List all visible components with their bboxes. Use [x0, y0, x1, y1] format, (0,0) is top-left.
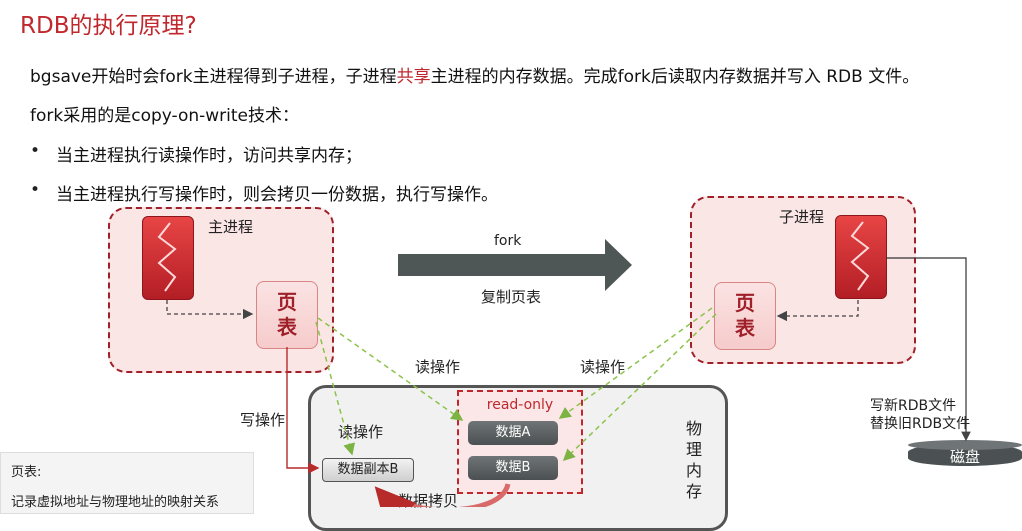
- read-only-label: read-only: [486, 397, 554, 413]
- main-page-table-line1: 页: [277, 290, 297, 314]
- fork-label: fork: [494, 233, 522, 249]
- write-op-label: 写操作: [240, 411, 286, 429]
- main-thread-to-pagetable: [166, 300, 254, 320]
- diagram-connectors: [166, 239, 971, 507]
- replace-old-rdb-label: 替换旧RDB文件: [870, 416, 971, 432]
- child-page-table-line2: 表: [735, 316, 755, 340]
- read-op-label-inner: 读操作: [338, 423, 384, 441]
- bullet-text-2: 当主进程执行写操作时，则会拷贝一份数据，执行写操作。: [56, 185, 498, 205]
- disk-top: [908, 440, 1022, 450]
- read-arrow-main-to-copy: [315, 321, 356, 456]
- bullet-dot-1: •: [30, 141, 41, 161]
- text-line-1: bgsave开始时会fork主进程得到子进程，子进程共享主进程的内存数据。完成f…: [30, 62, 919, 87]
- child-to-disk-line: [886, 257, 971, 442]
- line1-pre: bgsave开始时会fork主进程得到子进程，子进程: [30, 67, 397, 87]
- line1-post: 主进程的内存数据。完成fork后读取内存数据并写入 RDB 文件。: [430, 67, 920, 87]
- slide-title: RDB的执行原理?: [20, 13, 197, 39]
- child-thread-to-pagetable: [776, 300, 859, 322]
- bullet-dot-2: •: [30, 180, 41, 200]
- write-arrow: [286, 347, 320, 474]
- write-new-rdb-label: 写新RDB文件: [870, 398, 957, 414]
- read-arrow-main-to-a: [317, 317, 464, 421]
- data-copy-arrow: [374, 483, 511, 507]
- read-op-label-right: 读操作: [580, 358, 626, 376]
- read-arrow-child-to-b: [562, 313, 717, 462]
- copy-page-table-label: 复制页表: [481, 288, 542, 306]
- disk-label: 磁盘: [949, 448, 980, 466]
- child-page-table: 页 表: [714, 282, 776, 350]
- text-line-2: fork采用的是copy-on-write技术：: [30, 106, 300, 126]
- physical-memory-label: 物理内存: [686, 419, 703, 501]
- disk-body: [908, 444, 1022, 466]
- main-page-table-line2: 表: [277, 315, 297, 339]
- data-b-block: 数据B: [468, 456, 558, 480]
- note-title: 页表:: [11, 465, 42, 480]
- read-arrow-child-to-a: [558, 307, 713, 419]
- child-thread-icon: [835, 215, 887, 299]
- main-process-label: 主进程: [208, 218, 254, 236]
- disk-icon: 磁盘: [908, 440, 1022, 466]
- child-page-table-line1: 页: [735, 291, 755, 315]
- note-desc: 记录虚拟地址与物理地址的映射关系: [11, 495, 220, 510]
- page-table-note: 页表: 记录虚拟地址与物理地址的映射关系: [0, 452, 254, 514]
- main-thread-icon: [142, 216, 194, 300]
- read-op-label-left: 读操作: [415, 358, 461, 376]
- data-copy-b-block: 数据副本B: [322, 458, 414, 482]
- data-a-block: 数据A: [468, 421, 558, 445]
- fork-arrow: [398, 239, 632, 291]
- bullet-text-1: 当主进程执行读操作时，访问共享内存；: [56, 146, 362, 166]
- line1-highlight: 共享: [396, 67, 431, 87]
- child-process-label: 子进程: [779, 208, 825, 226]
